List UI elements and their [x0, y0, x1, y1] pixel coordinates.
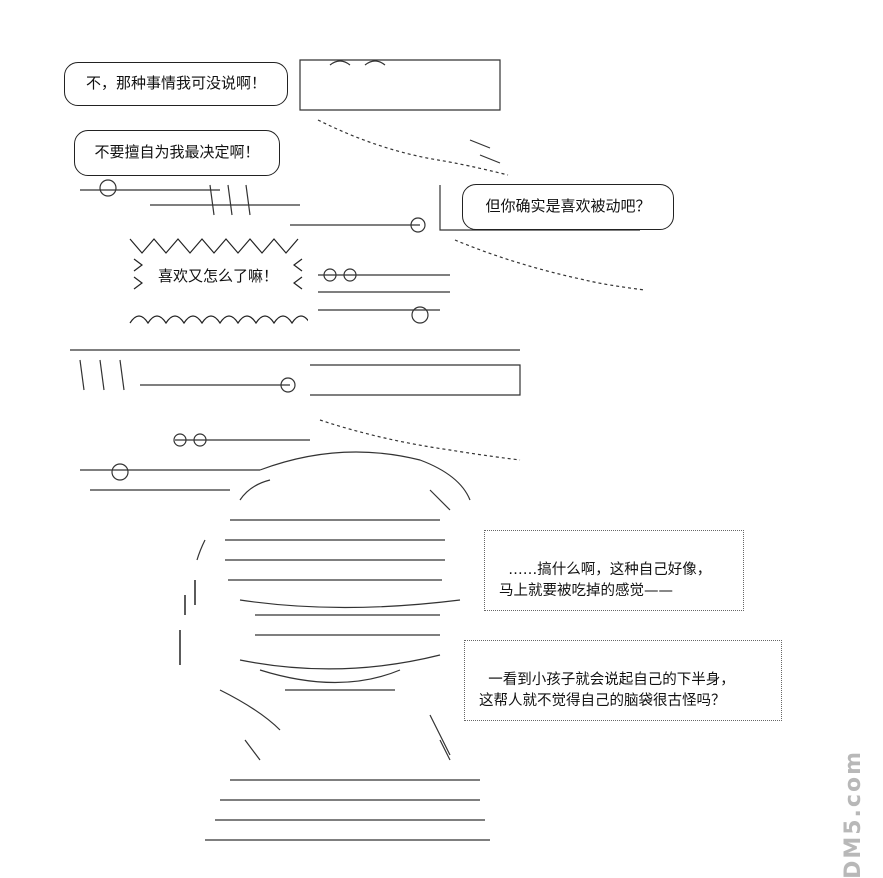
site-watermark-text: DM5.com	[840, 749, 866, 878]
shout-bubble-outline	[129, 238, 308, 325]
figure-middle-row	[70, 349, 521, 491]
site-watermark: DM5.com	[835, 750, 871, 878]
narration-box-2-text: 一看到小孩子就会说起自己的下半身， 这帮人就不觉得自己的脑袋很古怪吗？	[479, 672, 735, 710]
figure-large-girl	[179, 451, 490, 841]
speech-bubble-3-text: 但你确实是喜欢被动吧？	[485, 197, 651, 216]
narration-box-1-text: ……搞什么啊，这种自己好像， 马上就要被吃掉的感觉——	[499, 562, 712, 600]
speech-bubble-2-text: 不要擅自为我最决定啊！	[94, 143, 260, 162]
narration-box-1: ……搞什么啊，这种自己好像， 马上就要被吃掉的感觉——	[484, 530, 744, 612]
figure-middle-left	[80, 179, 450, 324]
speech-bubble-2: 不要擅自为我最决定啊！	[74, 130, 280, 176]
shout-bubble: 喜欢又怎么了嘛！	[128, 235, 308, 327]
shout-bubble-text: 喜欢又怎么了嘛！	[157, 266, 278, 285]
figure-top-right	[299, 59, 646, 291]
narration-box-2: 一看到小孩子就会说起自己的下半身， 这帮人就不觉得自己的脑袋很古怪吗？	[464, 640, 782, 722]
speech-bubble-1: 不，那种事情我可没说啊！	[64, 62, 288, 106]
speech-bubble-3: 但你确实是喜欢被动吧？	[462, 184, 674, 230]
speech-bubble-1-text: 不，那种事情我可没说啊！	[85, 74, 266, 93]
